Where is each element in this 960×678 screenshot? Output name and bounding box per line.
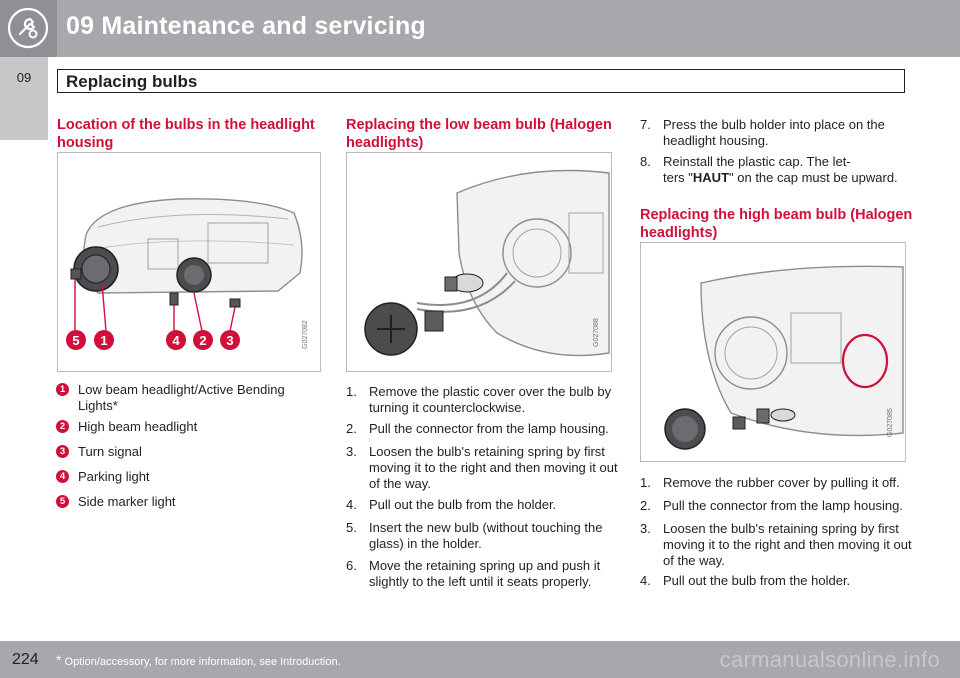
callout-5: 5 (66, 330, 86, 350)
figure-code: G027085 (887, 408, 894, 437)
svg-text:1: 1 (100, 333, 107, 348)
page-footer: 224 * Option/accessory, for more informa… (0, 641, 960, 678)
high-beam-figure: G027085 (640, 242, 906, 462)
svg-text:2: 2 (199, 333, 206, 348)
chapter-icon-box (0, 0, 57, 57)
bulb-location-heading: Location of the bulbs in the headlight h… (57, 117, 315, 151)
section-title: Replacing bulbs (66, 72, 198, 91)
callout-2: 2 (193, 330, 213, 350)
svg-text:3: 3 (226, 333, 233, 348)
headlight-housing-illustration: 5 1 4 2 3 (66, 198, 303, 350)
chapter-side-tab-label: 09 (16, 70, 32, 85)
footnote: * Option/accessory, for more information… (56, 652, 341, 668)
page-number: 224 (12, 651, 39, 668)
wrench-gear-icon (7, 7, 49, 49)
low-beam-illustration (364, 169, 610, 357)
callout-3: 3 (220, 330, 240, 350)
callout-1: 1 (94, 330, 114, 350)
chapter-side-tab (0, 57, 48, 140)
section-title-box: Replacing bulbs (57, 69, 905, 93)
watermark-text: carmanualsonline.info (719, 647, 940, 672)
low-beam-heading: Replacing the low beam bulb (Halogen hea… (346, 117, 612, 151)
svg-text:4: 4 (172, 333, 180, 348)
chapter-header: 09 Maintenance and servicing (0, 0, 960, 57)
high-beam-illustration (664, 265, 904, 450)
figure-code: G027088 (593, 318, 600, 347)
high-beam-heading: Replacing the high beam bulb (Halogen he… (640, 207, 913, 241)
low-beam-figure: G027088 (346, 152, 612, 372)
svg-text:5: 5 (72, 333, 79, 348)
chapter-title: 09 Maintenance and servicing (66, 12, 426, 40)
figure-code: G027082 (302, 320, 309, 349)
headlight-housing-figure: 5 1 4 2 3 G027082 (57, 152, 321, 372)
callout-4: 4 (166, 330, 186, 350)
